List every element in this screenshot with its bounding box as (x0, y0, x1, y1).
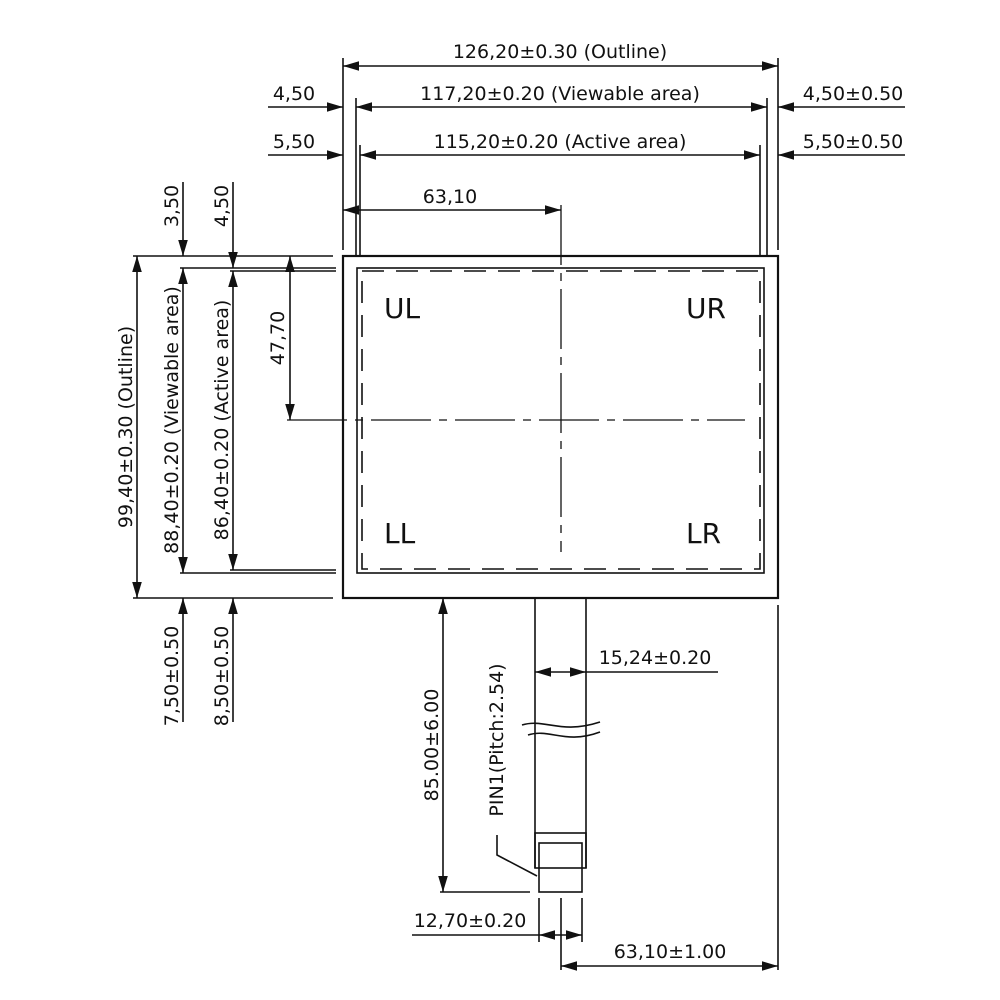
left-active-margin-label: 5,50 (273, 131, 315, 153)
center-y-label: 47,70 (267, 311, 289, 365)
viewable-height-label: 88,40±0.20 (Viewable area) (161, 286, 183, 554)
fpc-cable (521, 598, 601, 893)
outline-height-label: 99,40±0.30 (Outline) (115, 326, 137, 528)
top-view-margin-label: 3,50 (161, 185, 183, 227)
active-width-label: 115,20±0.20 (Active area) (434, 131, 687, 153)
bottom-active-margin-label: 8,50±0.50 (211, 626, 233, 727)
active-height-label: 86,40±0.20 (Active area) (211, 300, 233, 541)
pin1-leader (496, 835, 538, 877)
center-x-label: 63,10 (423, 186, 477, 208)
fpc-width-label: 15,24±0.20 (599, 647, 712, 669)
corner-ul: UL (384, 292, 420, 325)
fpc-length-label: 85.00±6.00 (421, 689, 443, 802)
corner-ll: LL (384, 517, 416, 550)
panel-outline (287, 205, 780, 600)
right-active-margin-label: 5,50±0.50 (803, 131, 904, 153)
right-view-margin-label: 4,50±0.50 (803, 83, 904, 105)
pin1-label: PIN1(Pitch:2.54) (486, 663, 508, 816)
top-active-margin-label: 4,50 (211, 185, 233, 227)
left-extension-lines (133, 255, 336, 599)
viewable-width-label: 117,20±0.20 (Viewable area) (420, 83, 700, 105)
connector-offset-label: 63,10±1.00 (614, 941, 727, 963)
connector-width-label: 12,70±0.20 (414, 910, 527, 932)
corner-lr: LR (686, 517, 721, 550)
outline-width-label: 126,20±0.30 (Outline) (453, 41, 667, 63)
corner-ur: UR (686, 292, 726, 325)
left-view-margin-label: 4,50 (273, 83, 315, 105)
bottom-view-margin-label: 7,50±0.50 (161, 626, 183, 727)
